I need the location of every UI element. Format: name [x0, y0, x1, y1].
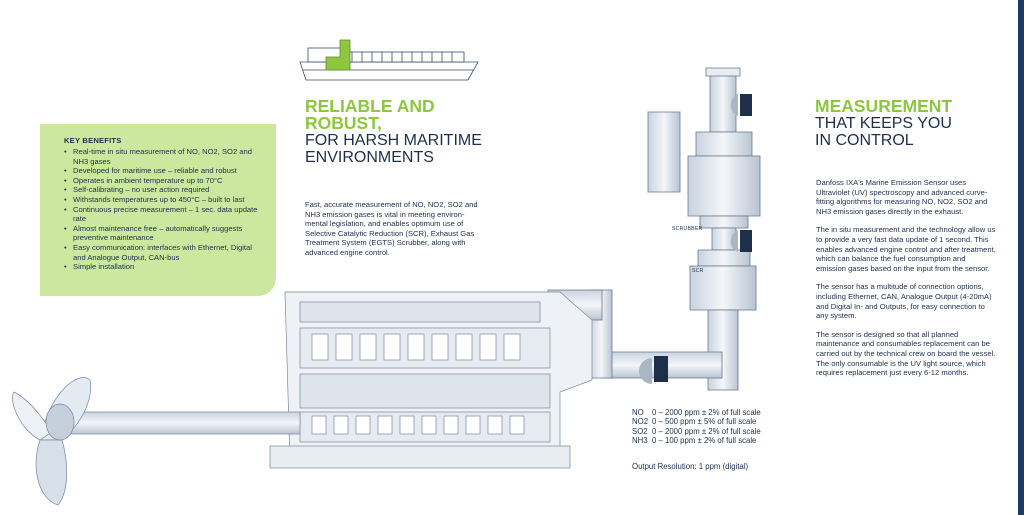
scrubber-tower [547, 67, 761, 391]
scrubber-label: SCRUBBER [672, 226, 703, 232]
propeller-shaft [12, 377, 301, 506]
right-heading-dark-2: IN CONTROL [815, 132, 914, 149]
intro-paragraph: Fast, accurate measurement of NO, NO2, S… [305, 200, 478, 257]
spec-range: 0 – 2000 ppm ± 2% of full scale [652, 426, 761, 436]
benefit-item: Real-time in situ measurement of NO, NO2… [64, 147, 266, 166]
spec-gas: SO2 [632, 426, 648, 436]
right-heading: MEASUREMENT THAT KEEPS YOU IN CONTROL [815, 96, 1005, 149]
emission-sensor-icons [639, 94, 752, 384]
benefit-item: Continuous precise measurement – 1 sec. … [64, 205, 266, 224]
right-heading-green: MEASUREMENT [815, 96, 953, 116]
spec-row: NO 0 – 2000 ppm ± 2% of full scale [632, 408, 761, 417]
measurement-ranges: NO 0 – 2000 ppm ± 2% of full scale NO2 0… [632, 408, 761, 446]
benefit-item: Easy communication: interfaces with Ethe… [64, 243, 266, 262]
output-resolution: Output Resolution: 1 ppm (digital) [632, 462, 749, 471]
right-text-column: Danfoss IXA's Marine Emission Sensor use… [816, 178, 996, 387]
spec-range: 0 – 2000 ppm ± 2% of full scale [652, 408, 761, 417]
right-paragraph: The sensor is designed so that all plann… [816, 329, 996, 378]
right-paragraph: Danfoss IXA's Marine Emission Sensor use… [816, 178, 988, 216]
key-benefits-title: KEY BENEFITS [64, 136, 122, 145]
benefit-item: Developed for maritime use – reliable an… [64, 166, 266, 176]
heading-dark-line-1: FOR HARSH MARITIME [305, 132, 482, 149]
spec-row: SO2 0 – 2000 ppm ± 2% of full scale [632, 427, 761, 436]
benefit-item: Almost maintenance free – automatically … [64, 224, 266, 243]
spec-gas: NH3 [632, 436, 648, 446]
engine-block [269, 291, 593, 469]
spec-row: NH3 0 – 100 ppm ± 2% of full scale [632, 436, 761, 445]
middle-heading: RELIABLE AND ROBUST, FOR HARSH MARITIME … [305, 96, 535, 166]
key-benefits-list: Real-time in situ measurement of NO, NO2… [50, 147, 266, 272]
right-paragraph: The sensor has a multitude of connection… [816, 282, 992, 321]
key-benefits-panel: KEY BENEFITS Real-time in situ measureme… [40, 124, 276, 296]
heading-dark-line-2: ENVIRONMENTS [305, 149, 434, 166]
spec-gas: NO [632, 408, 644, 417]
right-edge-bar [1018, 0, 1024, 515]
benefit-item: Self-calibrating – no user action requir… [64, 185, 266, 195]
right-paragraph: The in situ measurement and the technolo… [816, 225, 996, 273]
spec-range: 0 – 100 ppm ± 2% of full scale [652, 436, 757, 446]
ship-icon [299, 39, 479, 81]
heading-green-line-2: ROBUST, [305, 113, 382, 133]
right-heading-dark-1: THAT KEEPS YOU [815, 115, 952, 132]
spec-row: NO2 0 – 500 ppm ± 5% of full scale [632, 417, 761, 426]
benefit-item: Withstands temperatures up to 450°C – bu… [64, 195, 266, 205]
heading-green-line-1: RELIABLE AND [305, 96, 435, 116]
benefit-item: Simple installation [64, 262, 266, 272]
benefit-item: Operates in ambient temperature up to 70… [64, 176, 266, 186]
spec-gas: NO2 [632, 417, 649, 427]
scr-label: SCR [692, 268, 704, 274]
spec-range: 0 – 500 ppm ± 5% of full scale [652, 417, 757, 427]
